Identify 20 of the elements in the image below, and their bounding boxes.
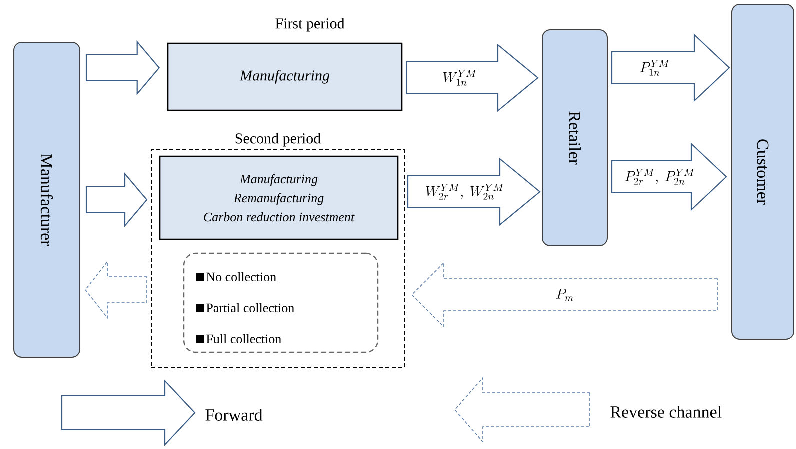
process-box: Manufacturing bbox=[167, 42, 403, 112]
bullet-item: Partial collection bbox=[196, 303, 294, 313]
block-arrow bbox=[86, 40, 160, 96]
entity-box: Retailer bbox=[542, 30, 608, 246]
process-box: Manufacturing Remanufacturing Carbon reduction investment bbox=[159, 156, 399, 240]
legend-text: Reverse channel bbox=[610, 406, 722, 418]
edge-label: $W_{1n}^{YM}$ bbox=[442, 69, 478, 87]
entity-box: Customer bbox=[732, 4, 794, 340]
entity-box: Manufacturer bbox=[14, 42, 80, 358]
edge-label: $P_{2r}^{YM},\ P_{2n}^{YM}$ bbox=[624, 168, 696, 186]
period-heading: First period bbox=[276, 18, 345, 32]
period-heading: Second period bbox=[236, 133, 321, 147]
edge-label: $P_{1n}^{YM}$ bbox=[638, 59, 672, 77]
bullet-item: Full collection bbox=[196, 334, 282, 344]
block-arrow bbox=[411, 262, 718, 328]
block-arrow bbox=[85, 260, 148, 320]
bullet-item: No collection bbox=[196, 272, 276, 282]
legend-text: Forward bbox=[206, 409, 263, 421]
edge-label: $W_{2r}^{YM},\ W_{2n}^{YM}$ bbox=[424, 183, 506, 201]
block-arrow bbox=[86, 172, 148, 228]
